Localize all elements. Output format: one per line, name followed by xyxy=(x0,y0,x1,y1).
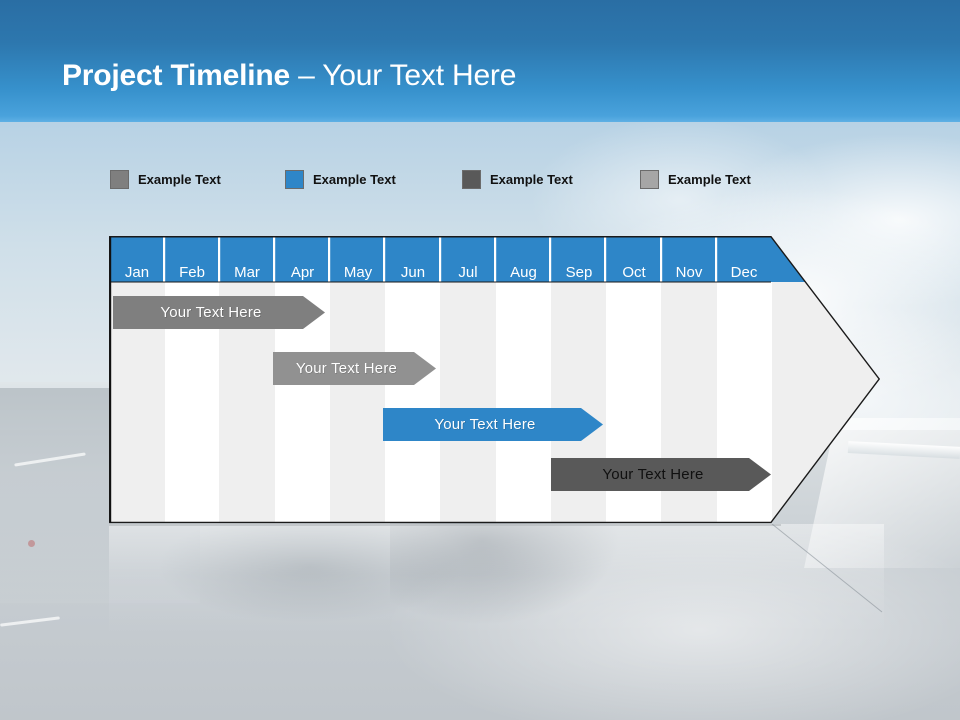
task-bar-4[interactable]: Your Text Here xyxy=(551,458,771,491)
page-title: Project Timeline – Your Text Here xyxy=(62,59,516,93)
legend-swatch-icon-4 xyxy=(640,170,659,189)
legend-label-1: Example Text xyxy=(138,172,221,187)
background-truck-taillight xyxy=(28,540,35,547)
legend-label-3: Example Text xyxy=(490,172,573,187)
title-banner xyxy=(0,0,960,122)
timeline-chart xyxy=(109,236,884,524)
legend-label-4: Example Text xyxy=(668,172,751,187)
legend-item-1[interactable]: Example Text xyxy=(110,170,221,189)
legend: Example Text Example Text Example Text E… xyxy=(110,170,830,194)
legend-item-4[interactable]: Example Text xyxy=(640,170,751,189)
task-bar-1[interactable]: Your Text Here xyxy=(113,296,325,329)
header-separators xyxy=(163,236,718,282)
timeline-arrow-shape xyxy=(109,236,881,524)
legend-item-2[interactable]: Example Text xyxy=(285,170,396,189)
task-bar-label-2: Your Text Here xyxy=(295,360,398,377)
legend-swatch-icon-1 xyxy=(110,170,129,189)
legend-swatch-icon-2 xyxy=(285,170,304,189)
background-reflection-blob-1 xyxy=(160,512,460,622)
page-title-light: – Your Text Here xyxy=(290,59,517,92)
chart-baseline-reflection-edge xyxy=(109,524,781,526)
task-bar-label-3: Your Text Here xyxy=(434,416,536,433)
legend-label-2: Example Text xyxy=(313,172,396,187)
task-bar-3[interactable]: Your Text Here xyxy=(383,408,603,441)
task-bar-label-1: Your Text Here xyxy=(160,304,262,321)
page-title-strong: Project Timeline xyxy=(62,59,290,92)
legend-item-3[interactable]: Example Text xyxy=(462,170,573,189)
task-bar-label-4: Your Text Here xyxy=(602,466,704,483)
task-bar-2[interactable]: Your Text Here xyxy=(273,352,436,385)
legend-swatch-icon-3 xyxy=(462,170,481,189)
